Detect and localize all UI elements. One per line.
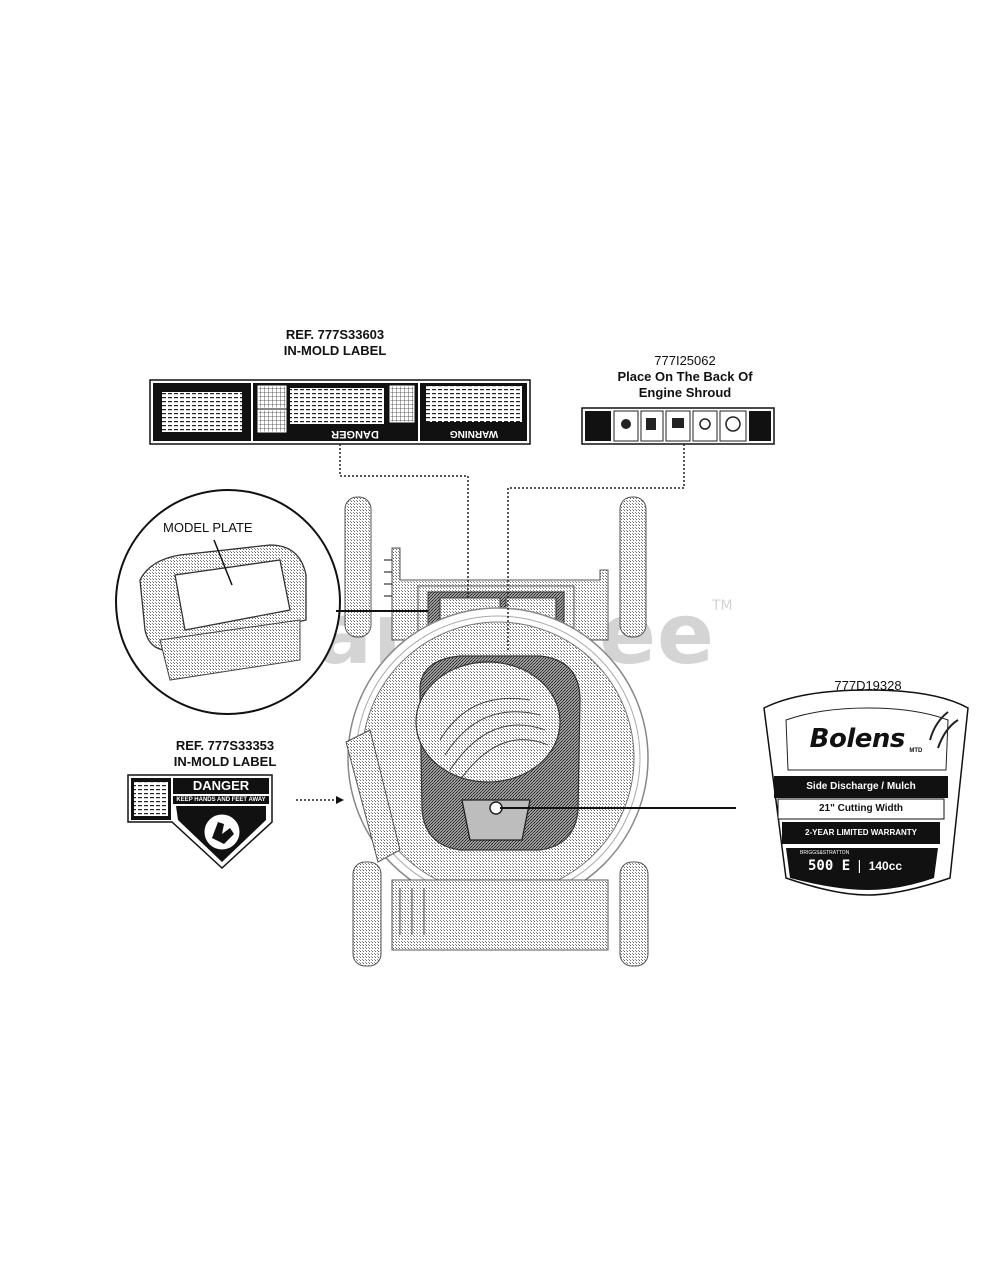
handle-grip bbox=[345, 729, 401, 863]
label-b-caption: 777I25062 Place On The Back Of Engine Sh… bbox=[590, 353, 780, 401]
label-a-danger-text: DANGER bbox=[331, 428, 379, 440]
engine-label-plate bbox=[461, 799, 531, 841]
label-c-ref: REF. 777S33353 bbox=[175, 738, 275, 753]
label-a-ref: REF. 777S33603 bbox=[285, 327, 385, 342]
label-d-line2: 21" Cutting Width bbox=[818, 803, 904, 814]
label-b-part: 777I25062 bbox=[654, 353, 716, 368]
label-c-name: IN-MOLD LABEL bbox=[173, 754, 277, 769]
front-right-wheel bbox=[619, 861, 649, 967]
model-plate-text: MODEL PLATE bbox=[163, 520, 253, 535]
label-d-engine-small: BRIGGS&STRATTON bbox=[800, 850, 850, 856]
label-c-caption: REF. 777S33353 IN-MOLD LABEL bbox=[130, 738, 320, 770]
label-c-danger-text: DANGER bbox=[192, 778, 250, 793]
label-777i25062 bbox=[581, 407, 775, 445]
label-a-name: IN-MOLD LABEL bbox=[283, 343, 387, 358]
model-plate-callout bbox=[115, 489, 341, 715]
label-777s33353 bbox=[127, 774, 273, 870]
label-d-line1: Side Discharge / Mulch bbox=[806, 781, 916, 792]
label-b-line2: Engine Shroud bbox=[638, 385, 732, 400]
label-d-engine: 500 E | 140cc bbox=[808, 857, 903, 874]
front-left-wheel bbox=[352, 861, 382, 967]
rear-right-wheel bbox=[619, 496, 647, 638]
label-d-brand-sub: MTD bbox=[909, 748, 923, 754]
leader-lines bbox=[296, 444, 736, 809]
rear-left-wheel bbox=[344, 496, 372, 638]
label-777s33603 bbox=[149, 379, 531, 445]
mower bbox=[344, 496, 649, 967]
label-d-brand-text: Bolens bbox=[809, 724, 906, 754]
label-d-engine-name: 500 E bbox=[808, 858, 851, 874]
label-c-keep-text: KEEP HANDS AND FEET AWAY bbox=[176, 797, 266, 803]
watermark-tm: TM bbox=[712, 598, 733, 614]
label-d-line3: 2-YEAR LIMITED WARRANTY bbox=[805, 828, 917, 837]
label-a-warning-text: WARNING bbox=[449, 428, 499, 439]
label-777d19328 bbox=[763, 689, 969, 896]
label-d-part: 777D19328 bbox=[834, 678, 902, 693]
label-b-line1: Place On The Back Of bbox=[617, 369, 753, 384]
label-d-brand: Bolens MTD bbox=[786, 724, 946, 754]
height-markers bbox=[384, 559, 392, 597]
front-housing bbox=[391, 879, 609, 951]
label-d-engine-cc: 140cc bbox=[868, 859, 903, 873]
label-a-caption: REF. 777S33603 IN-MOLD LABEL bbox=[240, 327, 430, 359]
engine-shroud bbox=[415, 661, 561, 783]
watermark-tm-text: TM bbox=[712, 598, 733, 614]
